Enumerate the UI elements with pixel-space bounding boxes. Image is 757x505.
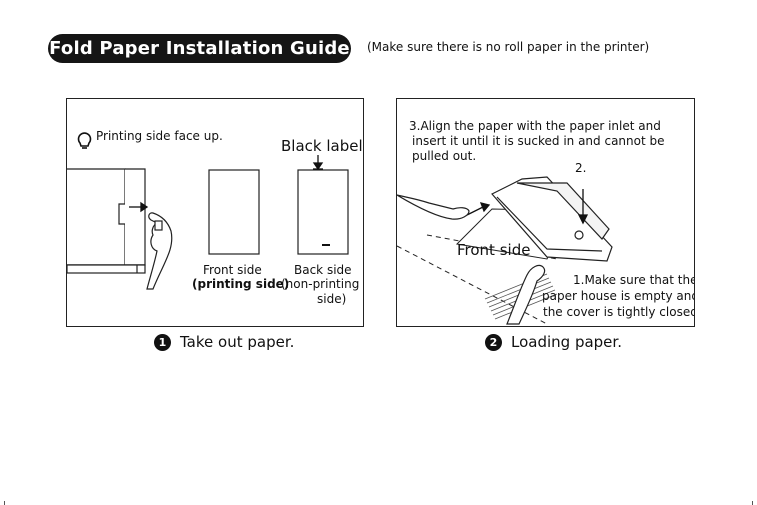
- step1-panel: Printing side face up. Black label Front…: [66, 98, 364, 327]
- arrow-right-icon: [466, 202, 491, 216]
- step2-label-2: 2.: [575, 161, 587, 175]
- step1-caption: 1 Take out paper.: [154, 333, 294, 351]
- step2-caption: 2 Loading paper.: [485, 333, 622, 351]
- printer: [491, 176, 613, 262]
- step2-illustration: [397, 176, 613, 325]
- back-side-label: Back side: [294, 263, 352, 277]
- arrow-right-icon: [129, 201, 149, 213]
- front-side-label: Front side: [203, 263, 262, 277]
- step1-number-badge: 1: [154, 333, 171, 351]
- crop-mark-left: [4, 501, 5, 505]
- black-mark: [322, 244, 330, 246]
- step2-note-line2: paper house is empty and: [542, 289, 695, 303]
- step2-caption-text: Loading paper.: [511, 333, 622, 351]
- step2-panel: 3.Align the paper with the paper inlet a…: [396, 98, 695, 327]
- back-side-sub1: (non-printing: [281, 277, 360, 291]
- back-sheet: [297, 169, 349, 255]
- step2-note-line3: the cover is tightly closed.: [543, 305, 695, 319]
- instruction-line2: insert it until it is sucked in and cann…: [412, 134, 665, 148]
- step1-illustration: [67, 132, 349, 290]
- step2-note-line1: 1.Make sure that the: [573, 273, 695, 287]
- instruction-line3: pulled out.: [412, 149, 477, 163]
- hand-right: [506, 264, 546, 325]
- instruction-line1: 3.Align the paper with the paper inlet a…: [409, 119, 661, 133]
- front-side-label: Front side: [457, 241, 531, 259]
- step1-caption-text: Take out paper.: [180, 333, 295, 351]
- hand-pulling: [146, 212, 173, 290]
- guide-note: (Make sure there is no roll paper in the…: [367, 40, 650, 54]
- step2-number-badge: 2: [485, 333, 502, 351]
- arrow-down-icon: [577, 189, 589, 225]
- back-side-sub2: side): [317, 292, 347, 306]
- front-sheet: [208, 169, 260, 255]
- paper-box: [67, 168, 146, 274]
- bulb-icon: [77, 132, 92, 149]
- black-label-arrow: [312, 155, 324, 171]
- hand-left: [397, 194, 470, 220]
- front-side-sub: (printing side): [192, 277, 290, 291]
- guide-title: Fold Paper Installation Guide: [48, 34, 351, 63]
- black-label-text: Black label: [281, 137, 363, 155]
- step1-hint: Printing side face up.: [96, 129, 223, 143]
- crop-mark-right: [752, 501, 753, 505]
